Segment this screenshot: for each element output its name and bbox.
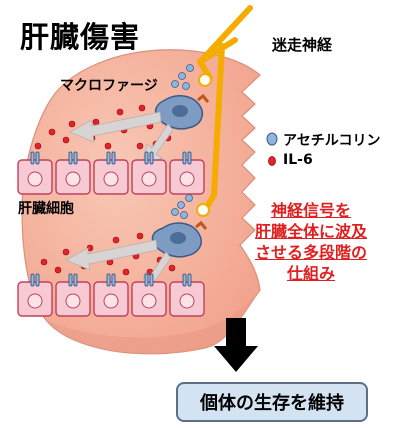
mechanism-note: 神経信号を 肝臓全体に波及 させる多段階の 仕組み [252,200,370,284]
receptor [144,151,149,165]
receptor [187,273,192,287]
note-line: させる多段階の [254,243,367,262]
receptor [73,151,78,165]
result-text: 個体の生存を維持 [200,393,344,414]
legend-il6-marker [268,156,276,166]
diagram-title: 肝臓傷害 [20,20,141,54]
receptor [149,151,154,165]
receptor [30,151,35,165]
hepatocyte [55,159,91,195]
hepatocyte [55,281,91,317]
result-box: 個体の生存を維持 [176,382,368,422]
receptor [35,151,40,165]
receptor [182,151,187,165]
hepatocytes-lower-row [17,273,205,317]
receptor [68,151,73,165]
vagus-nerve-label: 迷走神経 [272,36,333,54]
macrophage-lower-receptor [195,220,208,230]
hepatocyte [17,281,53,317]
acetylcholine-dots [171,64,194,219]
receptor [73,273,78,287]
hepatocytes-upper-row [17,151,205,195]
receptor [106,273,111,287]
receptor [68,273,73,287]
macrophage-label: マクロファージ [60,78,158,94]
receptor [149,273,154,287]
receptor [111,273,116,287]
hepatocyte [17,159,53,195]
down-arrow [214,318,258,372]
receptor [187,151,192,165]
hepatocyte [131,159,167,195]
hepatocyte [131,281,167,317]
note-line: 仕組み [286,264,335,283]
macrophage-upper-receptor [197,93,210,103]
receptor [30,273,35,287]
receptor [106,151,111,165]
receptor [144,273,149,287]
receptor [182,273,187,287]
legend-acetylcholine-label: アセチルコリン [283,133,381,149]
hepatocyte [169,159,205,195]
legend-il6-label: IL-6 [283,152,313,168]
note-line: 神経信号を [270,201,351,220]
macrophage-upper-nucleus [172,105,188,117]
receptor [111,151,116,165]
hepatocyte [93,159,129,195]
nerve-terminal-lower [196,203,210,217]
note-line: 肝臓全体に波及 [254,222,367,241]
liver-edge-shadow [46,290,260,354]
macrophage-lower-nucleus [170,232,186,244]
hepatocyte [93,281,129,317]
receptor [35,273,40,287]
nerve-terminal-upper [198,73,212,87]
hepatocyte-label: 肝臓細胞 [18,201,74,217]
legend-acetylcholine-marker [266,132,278,146]
hepatocyte [169,281,205,317]
